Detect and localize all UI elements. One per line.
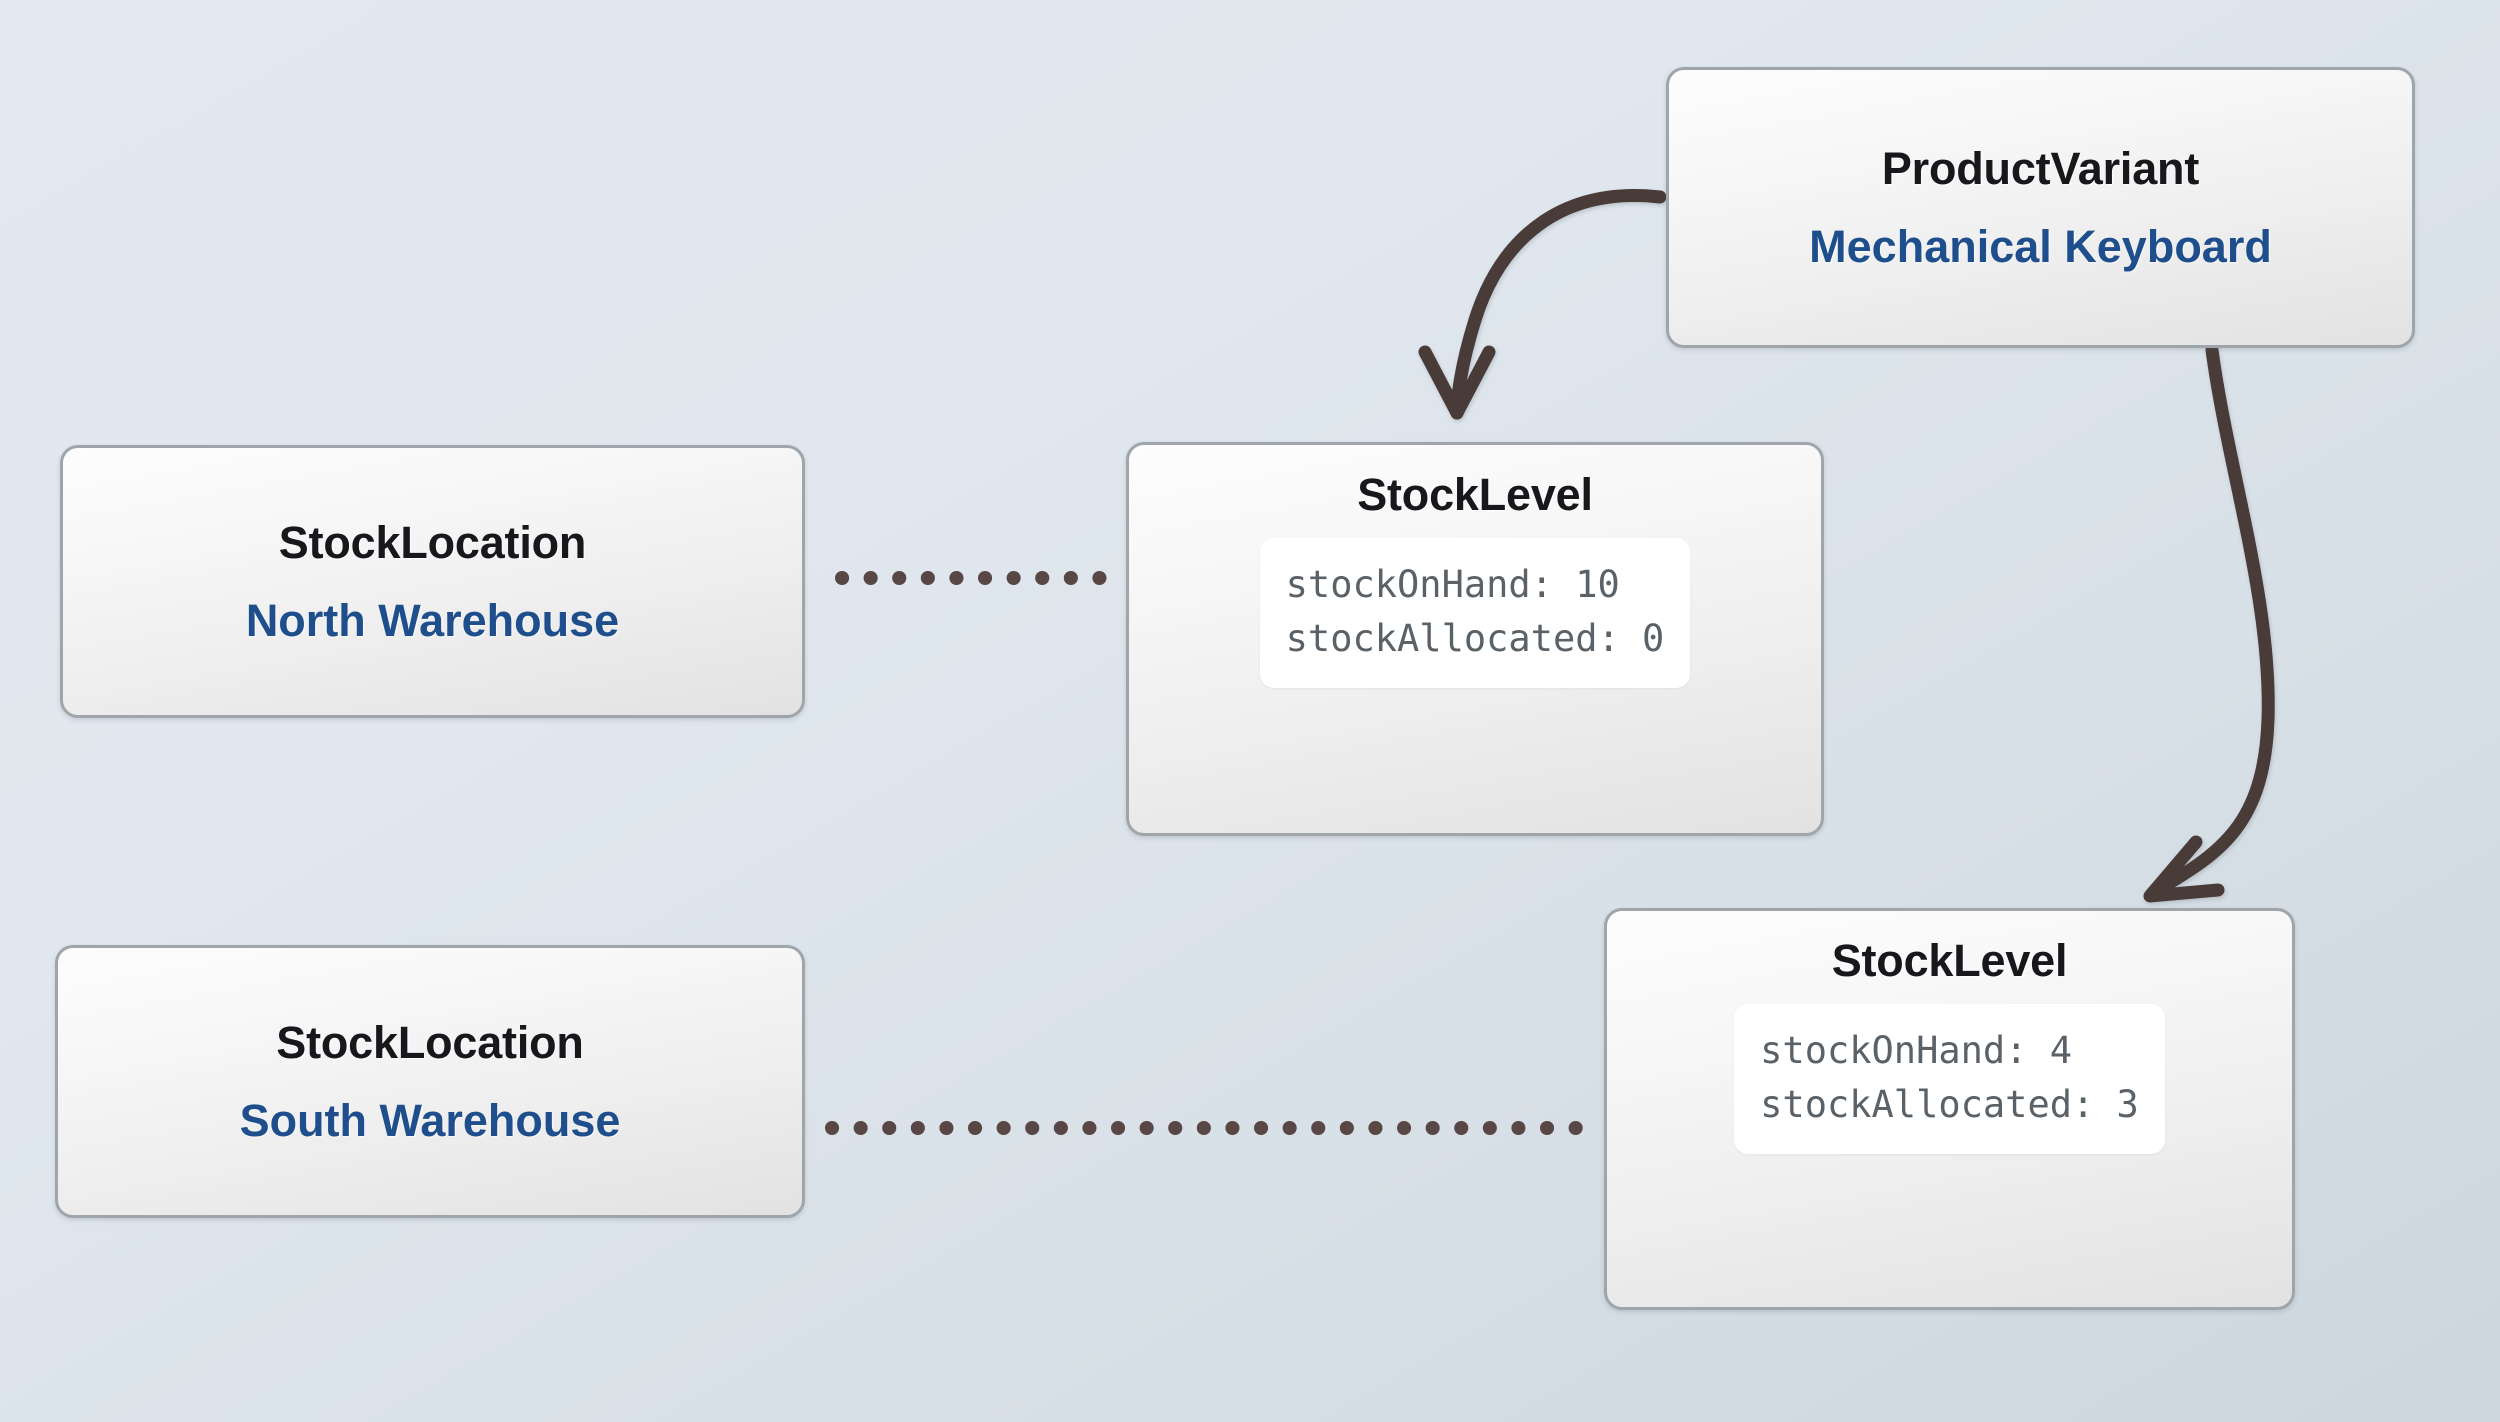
node-name-label: Mechanical Keyboard (1809, 220, 2272, 272)
edge-variant-to-north-level (1418, 189, 1667, 420)
node-type-label: StockLevel (1357, 469, 1593, 520)
node-stock-level-north[interactable]: StockLevel stockOnHand: 10 stockAllocate… (1126, 442, 1824, 836)
node-type-label: StockLevel (1831, 935, 2068, 986)
attribute-panel: stockOnHand: 10 stockAllocated: 0 (1259, 538, 1691, 688)
attribute-row: stockOnHand: 10 (1285, 563, 1620, 607)
node-name-label: North Warehouse (245, 594, 620, 646)
attribute-row: stockAllocated: 0 (1285, 616, 1665, 660)
attribute-row: stockAllocated: 3 (1760, 1082, 2139, 1126)
edge-variant-to-south-level (2143, 343, 2275, 903)
node-stock-location-south[interactable]: StockLocation South Warehouse (55, 945, 805, 1218)
node-type-label: ProductVariant (1881, 143, 2200, 195)
node-product-variant[interactable]: ProductVariant Mechanical Keyboard (1666, 67, 2415, 348)
node-type-label: StockLocation (276, 1017, 584, 1069)
node-stock-level-south[interactable]: StockLevel stockOnHand: 4 stockAllocated… (1604, 908, 2295, 1310)
node-name-label: South Warehouse (239, 1094, 621, 1146)
attribute-panel: stockOnHand: 4 stockAllocated: 3 (1734, 1004, 2165, 1154)
node-type-label: StockLocation (278, 517, 587, 569)
attribute-row: stockOnHand: 4 (1760, 1029, 2073, 1073)
node-stock-location-north[interactable]: StockLocation North Warehouse (60, 445, 805, 718)
